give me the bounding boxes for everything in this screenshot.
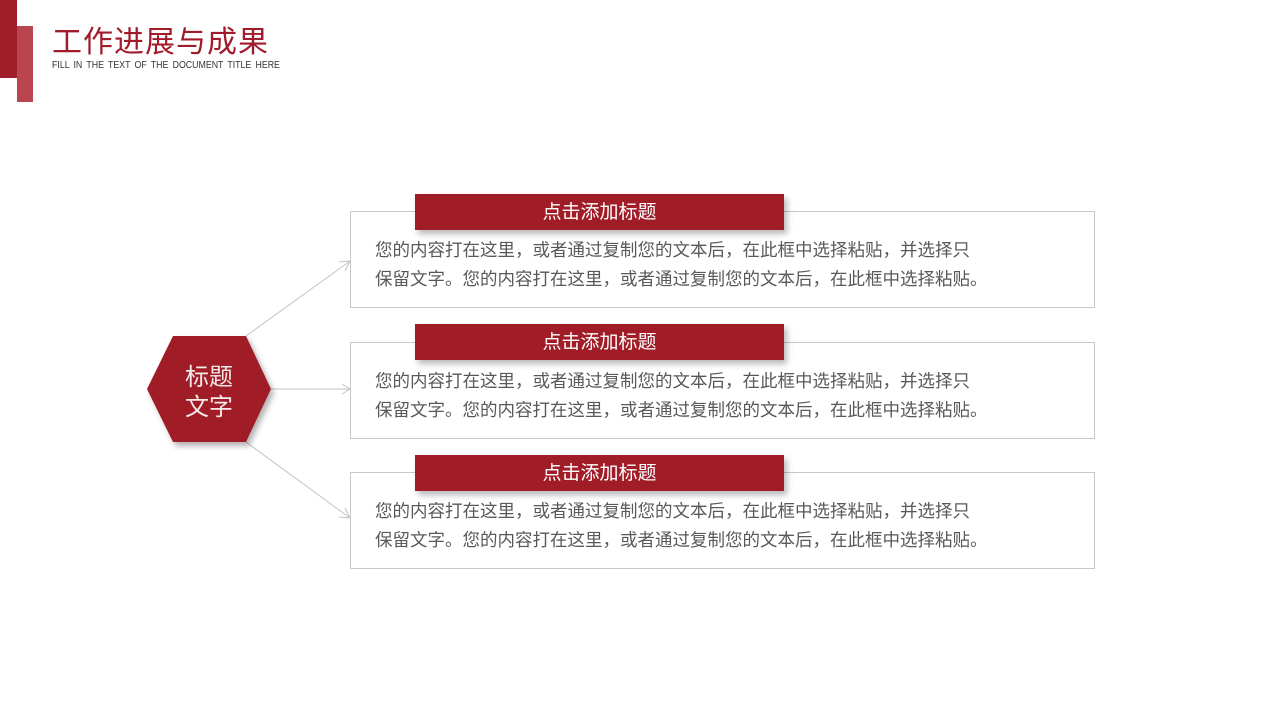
card-body-line2: 保留文字。您的内容打在这里，或者通过复制您的文本后，在此框中选择粘贴。 — [375, 270, 988, 290]
connector-line-bottom — [245, 441, 351, 519]
hexagon-shape-icon — [147, 336, 271, 442]
page-title[interactable]: 工作进展与成果 — [52, 25, 269, 60]
card-body-text[interactable]: 您的内容打在这里，或者通过复制您的文本后，在此框中选择粘贴，并选择只 保留文字。… — [375, 498, 1075, 556]
card-body-line2: 保留文字。您的内容打在这里，或者通过复制您的文本后，在此框中选择粘贴。 — [375, 401, 988, 421]
accent-bar-dark — [0, 0, 17, 78]
arrowhead-icon — [338, 507, 351, 519]
connector-line-top — [245, 260, 351, 337]
hexagon-label: 标题 文字 — [147, 362, 271, 422]
accent-bar-light — [17, 26, 33, 102]
card-body-line2: 保留文字。您的内容打在这里，或者通过复制您的文本后，在此框中选择粘贴。 — [375, 531, 988, 551]
page-subtitle[interactable]: FILL IN THE TEXT OF THE DOCUMENT TITLE H… — [52, 60, 280, 71]
card-body-line1: 您的内容打在这里，或者通过复制您的文本后，在此框中选择粘贴，并选择只 — [375, 372, 970, 392]
hexagon-label-line2: 文字 — [185, 393, 233, 421]
arrowhead-icon — [338, 260, 351, 272]
card-body-line1: 您的内容打在这里，或者通过复制您的文本后，在此框中选择粘贴，并选择只 — [375, 502, 970, 522]
center-hexagon-node[interactable]: 标题 文字 — [147, 336, 271, 442]
card-title-1[interactable]: 点击添加标题 — [415, 194, 784, 230]
card-body-text[interactable]: 您的内容打在这里，或者通过复制您的文本后，在此框中选择粘贴，并选择只 保留文字。… — [375, 368, 1075, 426]
card-body-text[interactable]: 您的内容打在这里，或者通过复制您的文本后，在此框中选择粘贴，并选择只 保留文字。… — [375, 237, 1075, 295]
card-title-2[interactable]: 点击添加标题 — [415, 324, 784, 360]
card-body-line1: 您的内容打在这里，或者通过复制您的文本后，在此框中选择粘贴，并选择只 — [375, 241, 970, 261]
arrowhead-icon — [341, 383, 351, 395]
hexagon-label-line1: 标题 — [185, 363, 233, 391]
card-title-3[interactable]: 点击添加标题 — [415, 455, 784, 491]
